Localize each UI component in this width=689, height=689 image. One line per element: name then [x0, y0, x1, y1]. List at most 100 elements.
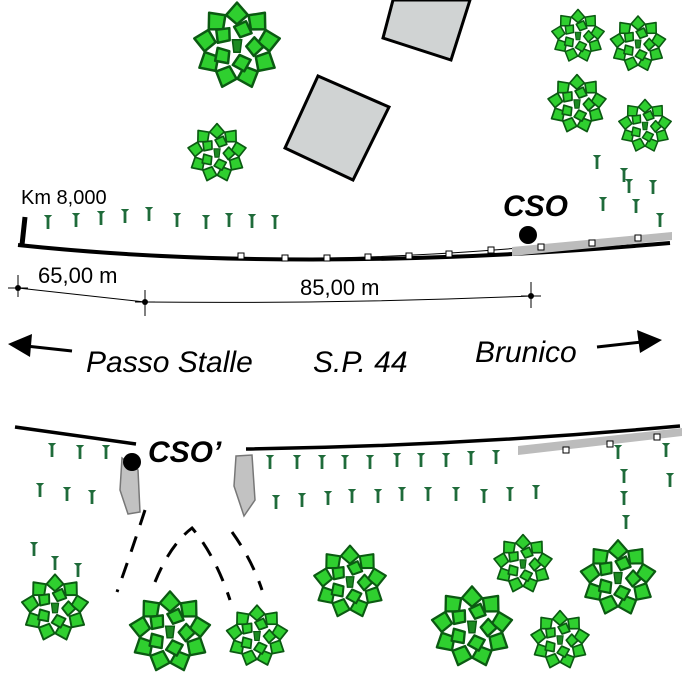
sapling-icon	[62, 487, 72, 501]
guardrail-post-icon	[281, 254, 289, 262]
guardrail-south	[518, 428, 682, 455]
survey-point-icon	[142, 299, 148, 305]
cso-prime-point	[123, 453, 141, 471]
sapling-icon	[505, 487, 515, 501]
guardrail-post-icon	[634, 234, 642, 242]
dashed-access-roads	[115, 509, 264, 601]
distance-label-85: 85,00 m	[300, 275, 380, 300]
sapling-icon	[613, 445, 623, 459]
guardrail-post-icon	[445, 250, 453, 258]
sapling-icon	[619, 491, 629, 505]
sapling-icon	[144, 207, 154, 221]
sapling-icon	[451, 487, 461, 501]
tree-icon	[19, 573, 91, 644]
tree-icon	[545, 73, 609, 135]
tree-icon	[578, 539, 658, 618]
guardrail-post-icon	[323, 254, 331, 262]
guardrail-post-icon	[364, 253, 372, 261]
sapling-icon	[624, 179, 634, 193]
traffic-island	[233, 454, 256, 518]
cso-prime-label: CSO’	[148, 436, 222, 469]
guardrail-post-icon	[562, 446, 570, 454]
sapling-icon	[50, 556, 60, 570]
km-marker-label: Km 8,000	[21, 187, 107, 209]
road-edge-south-left	[14, 425, 137, 446]
sapling-icon	[71, 213, 81, 227]
sapling-icon	[75, 445, 85, 459]
guardrail-post-icon	[588, 239, 596, 247]
road-edge-south-right	[245, 424, 681, 451]
guardrail-post-icon	[237, 252, 245, 260]
sapling-icon	[172, 213, 182, 227]
sapling-icon	[323, 491, 333, 505]
sapling-icon	[479, 489, 489, 503]
sapling-icon	[423, 487, 433, 501]
sapling-icon	[392, 453, 402, 467]
sapling-icon	[43, 215, 53, 229]
building	[381, 0, 472, 62]
distance-label-65: 65,00 m	[38, 263, 118, 288]
road-name-label: S.P. 44	[313, 346, 408, 379]
sapling-icon	[661, 443, 671, 457]
sapling-icon	[271, 495, 281, 509]
sapling-icon	[655, 213, 665, 227]
direction-arrow-icon	[596, 330, 662, 353]
guardrail-post-icon	[487, 246, 495, 254]
tree-icon	[528, 609, 592, 671]
road-edge-north	[17, 241, 671, 262]
km-marker-post	[19, 216, 28, 246]
sapling-icon	[247, 214, 257, 228]
sapling-icon	[265, 455, 275, 469]
cso-point	[519, 226, 537, 244]
sapling-icon	[317, 455, 327, 469]
sapling-icon	[665, 473, 675, 487]
sapling-icon	[491, 450, 501, 464]
tree-icon	[429, 585, 515, 670]
sapling-icon	[73, 563, 83, 577]
sapling-icon	[29, 542, 39, 556]
sapling-icon	[466, 451, 476, 465]
sapling-icon	[619, 469, 629, 483]
sapling-icon	[416, 453, 426, 467]
building	[283, 74, 392, 182]
sapling-icon	[441, 453, 451, 467]
survey-point-icon	[15, 285, 21, 291]
sapling-icon	[340, 455, 350, 469]
guardrail-post-icon	[405, 252, 413, 260]
sapling-icon	[621, 515, 631, 529]
sapling-icon	[47, 443, 57, 457]
tree-icon	[549, 8, 607, 65]
tree-icon	[127, 590, 213, 675]
tree-icon	[616, 98, 674, 155]
sapling-icon	[297, 493, 307, 507]
sapling-icon	[347, 489, 357, 503]
direction-arrow-icon	[8, 334, 73, 357]
sapling-icon	[101, 445, 111, 459]
tree-icon	[311, 544, 389, 621]
sapling-icon	[598, 197, 608, 211]
sapling-icon	[592, 155, 602, 169]
guardrail-post-icon	[537, 243, 545, 251]
tree-icon	[191, 1, 283, 92]
direction-label-left: Passo Stalle	[86, 346, 253, 379]
sapling-icon	[373, 489, 383, 503]
sapling-icon	[531, 485, 541, 499]
guardrail-post-icon	[653, 433, 661, 441]
tree-icon	[608, 15, 668, 74]
tree-icon	[185, 122, 249, 184]
sapling-icon	[96, 211, 106, 225]
sapling-icon	[270, 215, 280, 229]
tree-icon	[224, 604, 290, 669]
survey-point-icon	[528, 293, 534, 299]
sapling-icon	[35, 483, 45, 497]
sapling-icon	[120, 209, 130, 223]
sapling-icon	[87, 490, 97, 504]
sapling-icon	[631, 199, 641, 213]
sapling-icon	[201, 215, 211, 229]
cso-label: CSO	[503, 190, 568, 223]
sapling-icon	[224, 213, 234, 227]
sapling-icon	[648, 180, 658, 194]
direction-label-right: Brunico	[475, 336, 577, 369]
sapling-icon	[397, 487, 407, 501]
